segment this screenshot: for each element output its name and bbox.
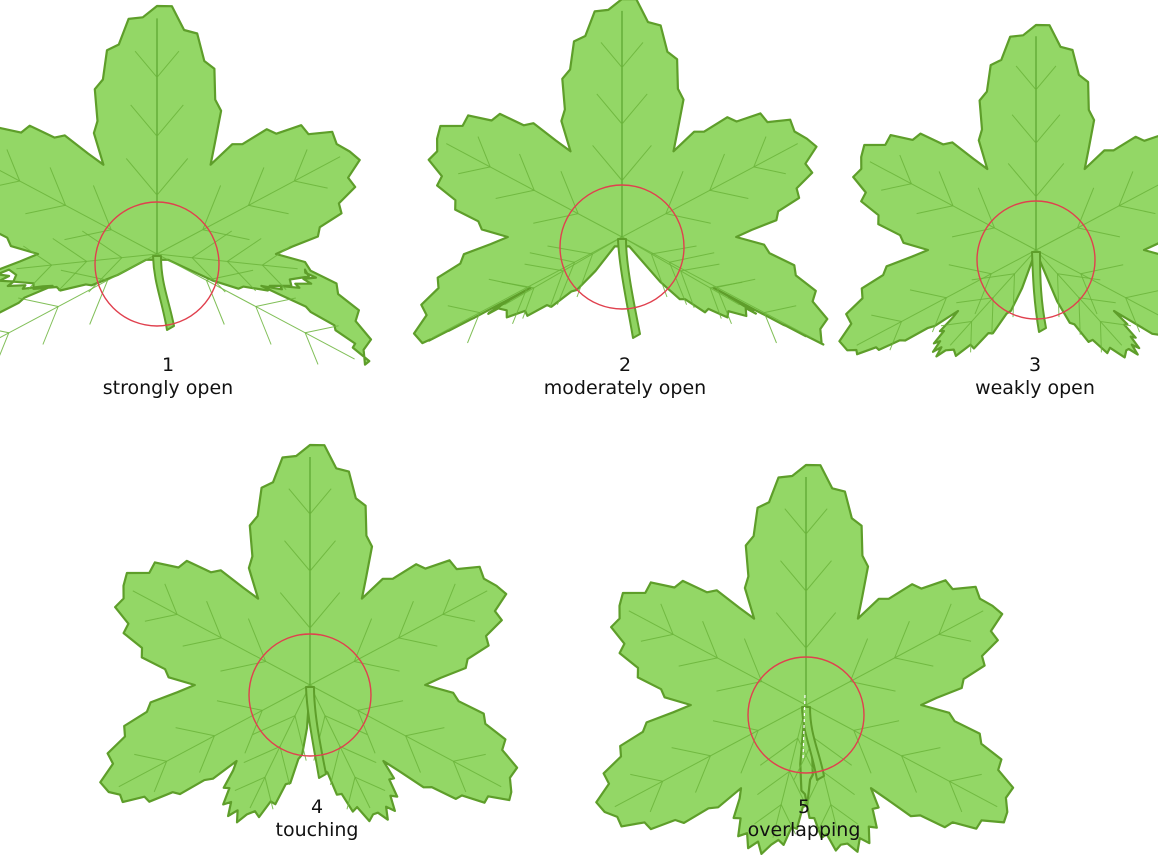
caption-1-label: strongly open [58,377,278,400]
caption-5-label: overlapping [694,819,914,842]
caption-4: 4 touching [207,796,427,842]
caption-2: 2 moderately open [515,354,735,400]
caption-4-number: 4 [207,796,427,819]
caption-5-number: 5 [694,796,914,819]
leaf-3 [839,25,1158,357]
leaf-1-petiole [153,256,174,330]
caption-3: 3 weakly open [925,354,1145,400]
leaf-1 [0,6,371,365]
caption-5: 5 overlapping [694,796,914,842]
caption-1-number: 1 [58,354,278,377]
caption-2-number: 2 [515,354,735,377]
leaf-2-blade [414,0,827,345]
leaf-2 [414,0,827,345]
caption-1: 1 strongly open [58,354,278,400]
leaf-3-blade [839,25,1158,357]
caption-3-number: 3 [925,354,1145,377]
caption-2-label: moderately open [515,377,735,400]
caption-3-label: weakly open [925,377,1145,400]
caption-4-label: touching [207,819,427,842]
leaf-4 [100,445,517,822]
